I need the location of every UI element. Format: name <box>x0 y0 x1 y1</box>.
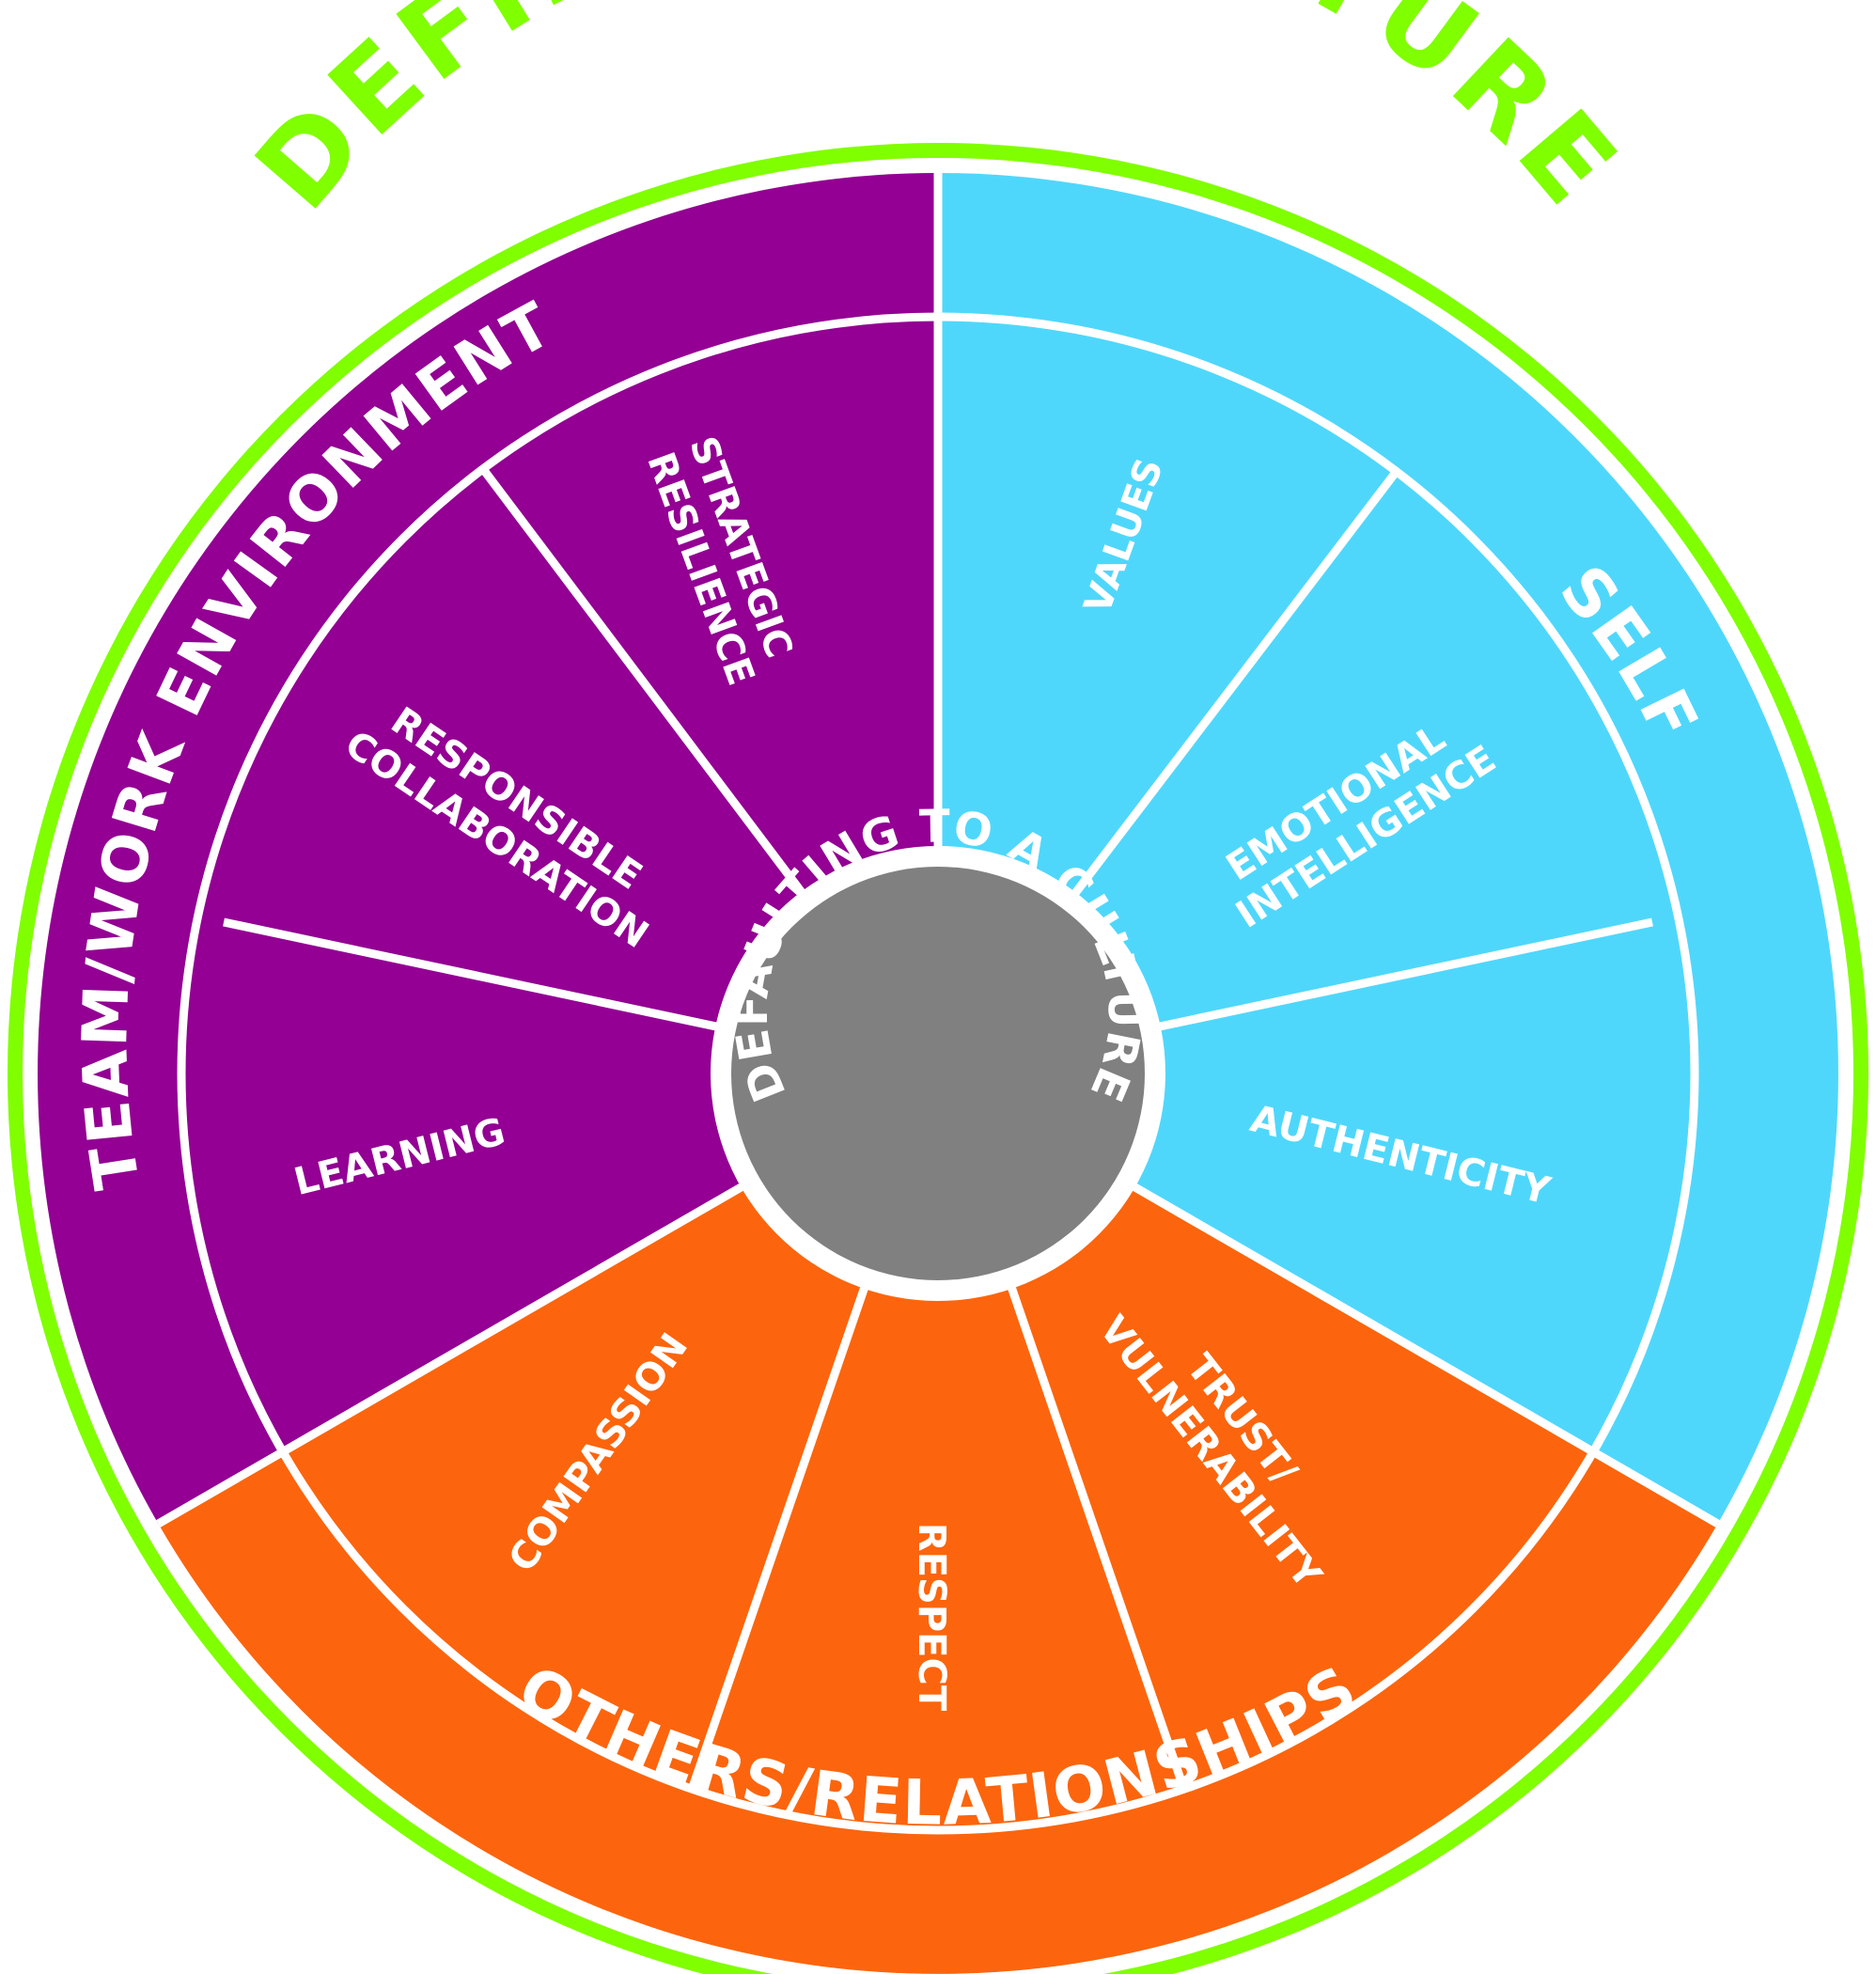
segment-respect: RESPECT <box>910 1523 953 1712</box>
section-others-relationships <box>158 1073 1718 1974</box>
center-hub <box>731 867 1145 1280</box>
svg-text:RESPECT: RESPECT <box>910 1523 953 1712</box>
section-self <box>938 173 1838 1524</box>
section-team-work-environment <box>38 173 938 1524</box>
segment-label-line: RESPECT <box>910 1523 953 1712</box>
inner-segment-ring <box>177 312 1699 1835</box>
